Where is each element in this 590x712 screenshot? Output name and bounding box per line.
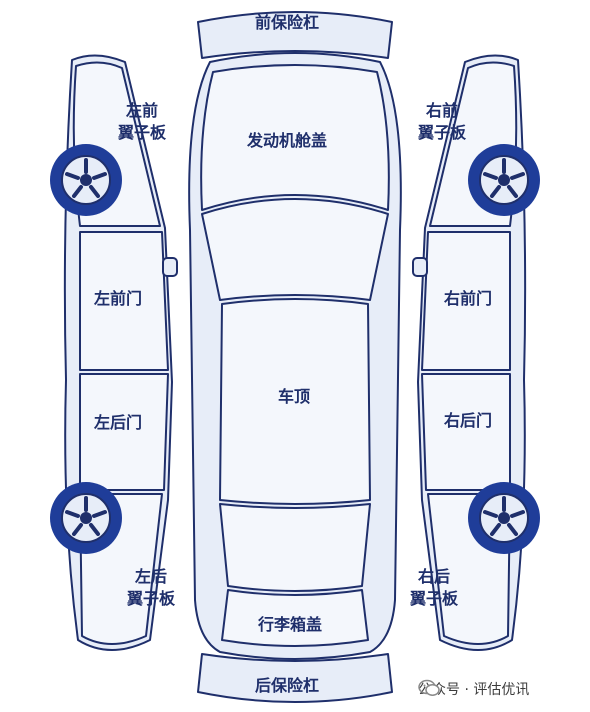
left-rear-wheel-icon (50, 482, 122, 554)
front-bumper-panel (197, 11, 393, 59)
front-bumper-label: 前保险杠 (255, 13, 320, 32)
right-rear-fender-label-line1: 右后 (418, 567, 451, 586)
rear-bumper-panel (197, 653, 393, 703)
trunk-lid-panel (221, 589, 369, 647)
right-front-fender-label: 右前 翼子板 (418, 100, 466, 144)
left-rear-fender-label-line2: 翼子板 (127, 589, 176, 608)
rear-window (219, 503, 371, 592)
left-rear-fender-label: 左后 翼子板 (127, 566, 175, 610)
watermark-text: 公众号 · 评估优讯 (418, 682, 530, 698)
trunk-lid-label: 行李箱盖 (258, 615, 323, 634)
windshield (201, 198, 389, 301)
watermark: 公众号 · 评估优讯 (418, 679, 529, 699)
right-rear-door-panel (421, 373, 511, 491)
left-mirror (162, 257, 178, 277)
right-mirror (412, 257, 428, 277)
left-front-wheel-icon (50, 144, 122, 216)
left-rear-door-panel (79, 373, 169, 491)
left-front-door-label: 左前门 (94, 289, 143, 308)
right-front-fender-label-line1: 右前 (426, 101, 459, 120)
right-rear-fender-label: 右后 翼子板 (410, 566, 458, 610)
right-front-fender-label-line2: 翼子板 (418, 123, 467, 142)
right-rear-wheel-icon (468, 482, 540, 554)
rear-bumper-label: 后保险杠 (255, 676, 320, 695)
roof-panel (219, 298, 371, 505)
roof-label: 车顶 (278, 387, 311, 406)
wechat-icon (418, 679, 440, 696)
hood-label: 发动机舱盖 (247, 131, 328, 150)
left-front-fender-label: 左前 翼子板 (118, 100, 166, 144)
left-front-fender-label-line1: 左前 (126, 101, 159, 120)
left-front-door-panel (79, 231, 169, 371)
hood-panel (200, 64, 390, 211)
right-front-wheel-icon (468, 144, 540, 216)
right-front-door-panel (421, 231, 511, 371)
left-rear-fender-label-line1: 左后 (135, 567, 168, 586)
right-rear-door-label: 右后门 (444, 411, 493, 430)
left-front-fender-label-line2: 翼子板 (118, 123, 167, 142)
right-front-door-label: 右前门 (444, 289, 493, 308)
left-rear-door-label: 左后门 (94, 413, 143, 432)
right-rear-fender-label-line2: 翼子板 (410, 589, 459, 608)
